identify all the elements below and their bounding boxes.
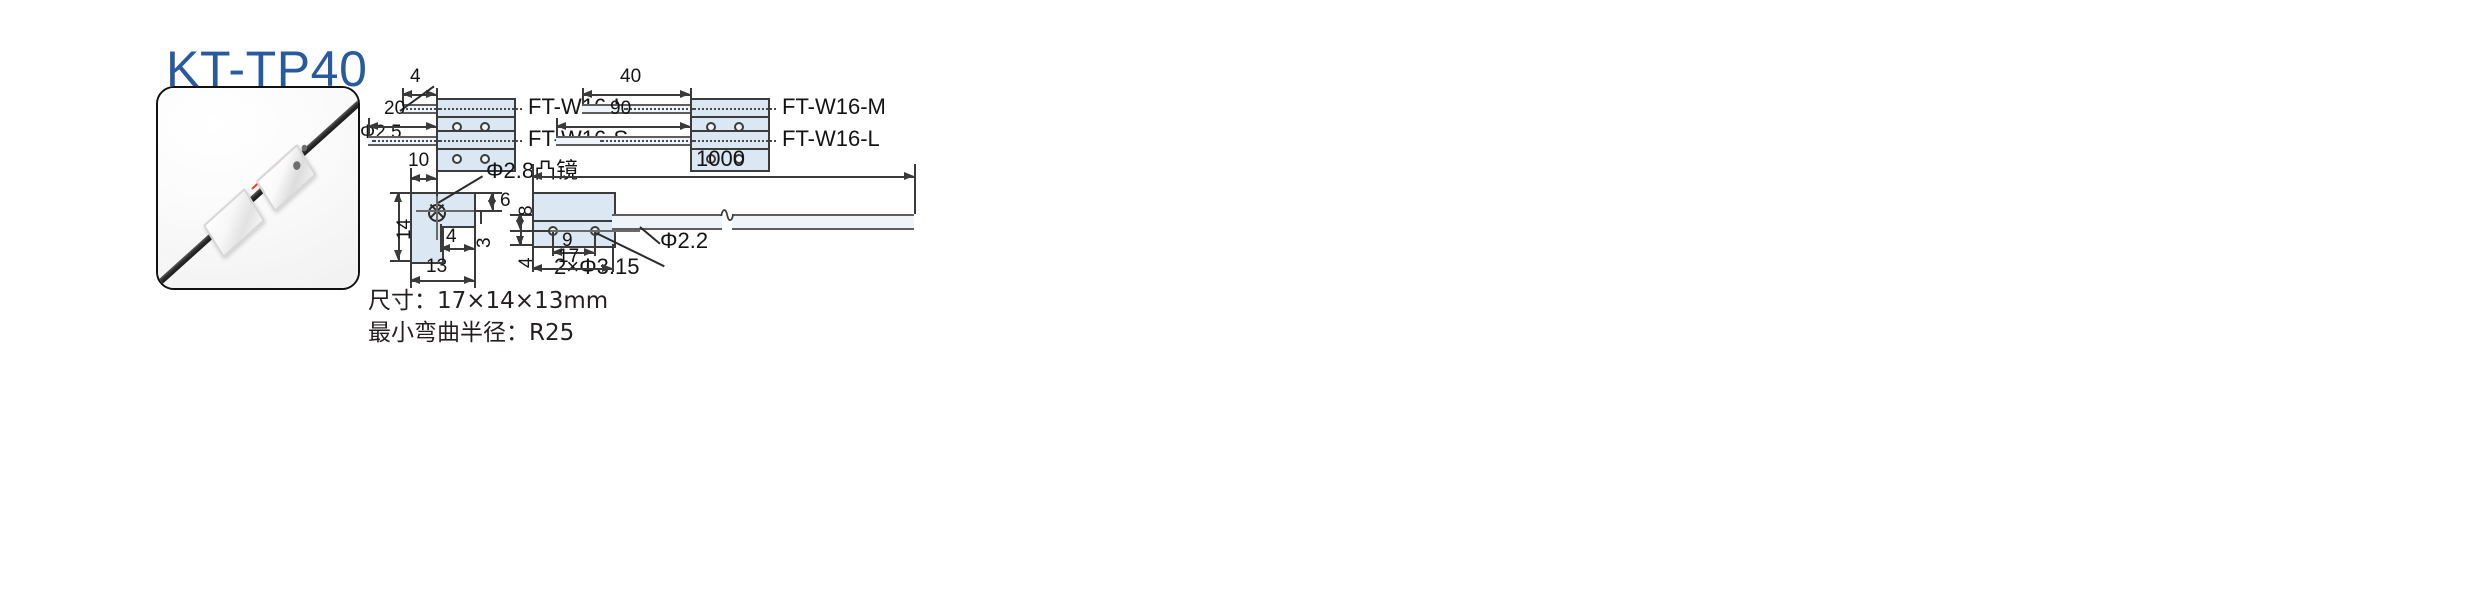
photo-receiver-block xyxy=(255,143,317,213)
dim-3: 3 xyxy=(474,237,496,248)
spec-bend-radius: 最小弯曲半径：R25 xyxy=(368,318,575,346)
variant-label-ft-w16-m: FT-W16-M xyxy=(782,96,886,120)
dim-20: 20 xyxy=(384,98,406,120)
lens-symbol xyxy=(428,203,446,221)
product-photo-panel xyxy=(156,86,360,290)
spec-dimensions: 尺寸：17×14×13mm xyxy=(368,286,609,314)
dim-13: 13 xyxy=(426,256,448,278)
label-phi-2-2: Φ2.2 xyxy=(660,230,709,254)
dim-4: 4 xyxy=(410,66,421,88)
product-photo xyxy=(158,88,358,288)
hole xyxy=(452,153,463,164)
dim-14: 14 xyxy=(394,218,416,240)
hole xyxy=(480,153,491,164)
dim-6: 6 xyxy=(500,190,511,212)
dim-1000: 1000 xyxy=(696,148,745,172)
dim-9: 9 xyxy=(562,230,573,252)
dim-4-notch: 4 xyxy=(446,226,457,248)
photo-cable xyxy=(158,88,358,288)
dim-40: 40 xyxy=(620,66,642,88)
hole xyxy=(706,153,717,164)
dim-90: 90 xyxy=(610,98,632,120)
dim-17: 17 xyxy=(558,246,580,268)
dim-8: 8 xyxy=(516,205,538,216)
dim-10: 10 xyxy=(408,150,430,172)
variant-label-ft-w16-l: FT-W16-L xyxy=(782,128,880,152)
hole xyxy=(734,153,745,164)
